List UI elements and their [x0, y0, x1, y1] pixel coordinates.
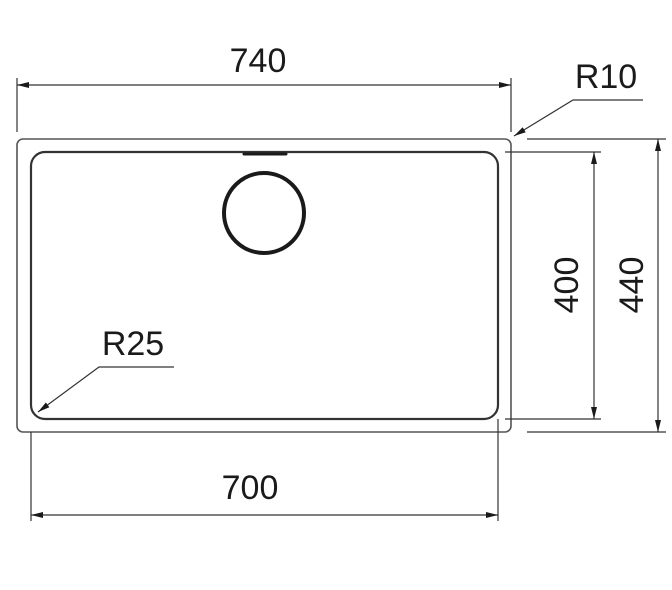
dimension-bowl-width [30, 419, 499, 521]
label-overall-depth: 440 [613, 257, 651, 314]
dimension-overall-width [16, 78, 512, 132]
leader-bowl-radius [37, 366, 174, 413]
leader-outer-radius [513, 99, 643, 137]
label-bowl-width: 700 [222, 469, 279, 507]
label-overall-width: 740 [230, 42, 287, 80]
dimension-bowl-depth [505, 151, 601, 420]
drain-hole [222, 171, 306, 255]
sink-outer-outline [16, 138, 512, 433]
label-outer-radius: R10 [575, 58, 637, 96]
bowl-outline [29, 150, 500, 421]
dimension-overall-depth [527, 138, 666, 433]
label-bowl-radius: R25 [102, 325, 164, 363]
label-bowl-depth: 400 [548, 257, 586, 314]
